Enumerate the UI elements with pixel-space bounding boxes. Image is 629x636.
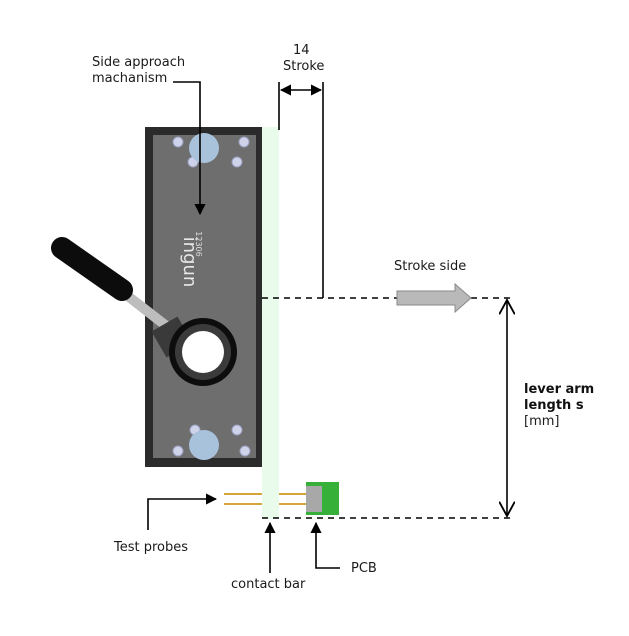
lever-ring-hole	[182, 331, 224, 373]
side-approach-label-line2: machanism	[92, 71, 168, 86]
contact-bar	[262, 127, 279, 519]
lever-arm-unit-label: [mm]	[524, 414, 560, 429]
lever-arm-label-line2: length s	[524, 398, 584, 413]
screw-icon	[172, 136, 184, 148]
large-screw-icon	[189, 133, 219, 163]
brand-text: ingun	[179, 237, 200, 288]
contact-bar-label: contact bar	[231, 577, 306, 592]
large-screw-icon	[189, 430, 219, 460]
lever-knob	[51, 237, 133, 301]
pcb-label: PCB	[351, 561, 377, 576]
screw-icon	[231, 424, 243, 436]
screw-icon	[231, 156, 243, 168]
side-approach-leader	[173, 81, 206, 216]
stroke-label: Stroke	[283, 59, 325, 74]
screw-icon	[172, 445, 184, 457]
part-number-text: 12306	[194, 231, 203, 256]
side-approach-unit: ingun 12306	[145, 127, 262, 467]
screw-icon	[238, 136, 250, 148]
stroke-direction-arrow-icon	[396, 282, 472, 314]
lever-handle	[51, 237, 237, 386]
test-probes	[224, 488, 306, 510]
stroke-side-label: Stroke side	[394, 259, 467, 274]
unit-frame-inner	[153, 135, 256, 458]
side-approach-label-line1: Side approach	[92, 55, 186, 70]
pcb-leader	[310, 521, 340, 569]
test-probes-leader	[147, 493, 218, 530]
screw-icon	[239, 445, 251, 457]
pcb	[306, 482, 339, 515]
test-probes-label: Test probes	[114, 540, 189, 555]
stroke-value-label: 14	[293, 43, 310, 58]
pcb-connector	[306, 486, 322, 512]
lever-arm-label-line1: lever arm	[524, 382, 595, 397]
